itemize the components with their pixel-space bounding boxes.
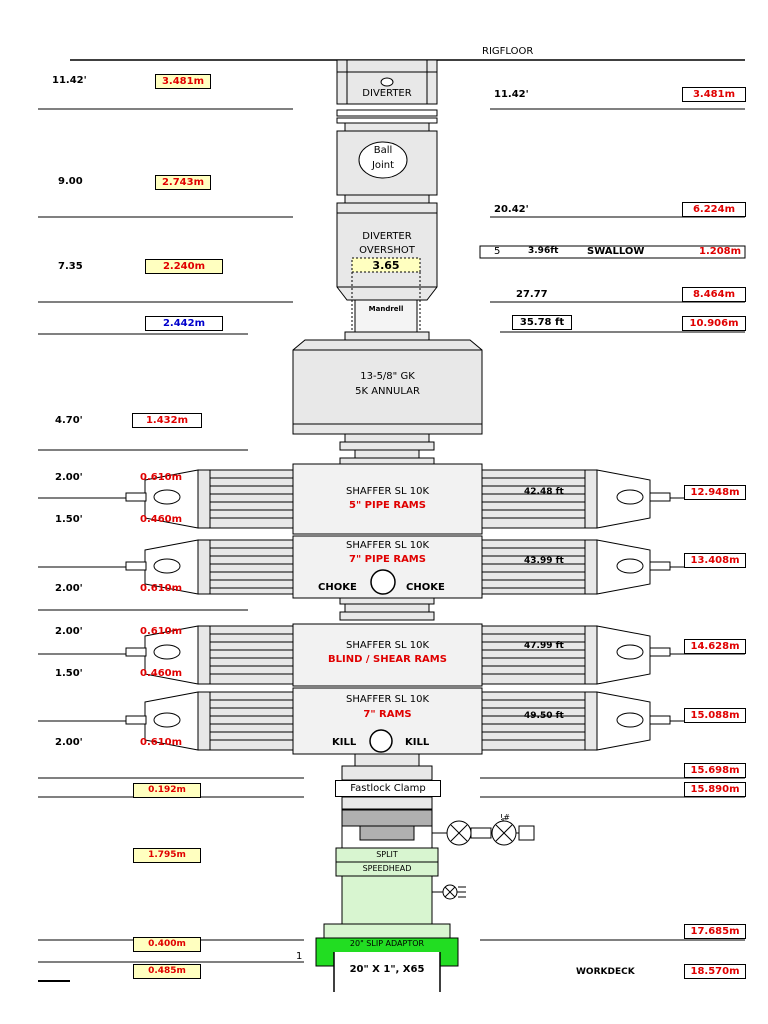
ram-block-2 xyxy=(125,535,671,621)
left-ram3a-meter: 0.610m xyxy=(140,626,183,637)
mandrell-label: Mandrell xyxy=(368,305,404,313)
left-meter-3: 2.240m xyxy=(145,259,223,274)
left-ram3b-height: 1.50' xyxy=(55,668,83,679)
left-height-3: 7.35 xyxy=(58,261,83,272)
diverter-label: DIVERTER xyxy=(362,88,412,99)
right-meter-1: 3.481m xyxy=(682,87,746,102)
right-meter-5: 15.698m xyxy=(684,763,746,778)
left-ram1a-meter: 0.610m xyxy=(140,472,183,483)
marker-one: 1 xyxy=(296,951,303,962)
valve-mark: !# xyxy=(500,813,510,822)
ball-joint-label-1: Ball xyxy=(373,145,393,156)
right-meter-8: 18.570m xyxy=(684,964,746,979)
right-ram2-ft: 43.99 ft xyxy=(524,556,564,566)
left-ram1b-height: 1.50' xyxy=(55,514,83,525)
left-meter-8: 0.400m xyxy=(133,937,201,952)
left-meter-6: 0.192m xyxy=(133,783,201,798)
left-ram3a-height: 2.00' xyxy=(55,626,83,637)
right-meter-7: 17.685m xyxy=(684,924,746,939)
swallow-ft: 3.96ft xyxy=(528,246,559,256)
left-ram4-height: 2.00' xyxy=(55,737,83,748)
ram3-type: BLIND / SHEAR RAMS xyxy=(328,654,447,665)
right-height-1: 11.42' xyxy=(494,89,529,100)
ram2-title: SHAFFER SL 10K xyxy=(345,540,430,551)
ram1-title: SHAFFER SL 10K xyxy=(345,486,430,497)
annular-label-2: 5K ANNULAR xyxy=(355,386,420,397)
right-ram1-ft: 42.48 ft xyxy=(524,487,564,497)
left-meter-4: 2.442m xyxy=(145,316,223,331)
left-height-5: 4.70' xyxy=(55,415,83,426)
diverter-body xyxy=(336,59,438,124)
ram2-type: 7" PIPE RAMS xyxy=(349,554,426,565)
right-ram1-meter: 12.948m xyxy=(684,485,746,500)
left-ram2-height: 2.00' xyxy=(55,583,83,594)
left-meter-1: 3.481m xyxy=(155,74,211,89)
speedhead-label: SPEEDHEAD xyxy=(362,864,412,873)
ram1-type: 5" PIPE RAMS xyxy=(349,500,426,511)
conductor-label: 20" X 1", X65 xyxy=(349,964,425,975)
right-meter-2: 6.224m xyxy=(682,202,746,217)
right-height-4: 35.78 ft xyxy=(512,315,572,330)
slip-adaptor-label: 20" SLIP ADAPTOR xyxy=(349,939,425,948)
right-ram3-meter: 14.628m xyxy=(684,639,746,654)
left-height-1: 11.42' xyxy=(52,75,87,86)
rigfloor-label: RIGFLOOR xyxy=(482,46,534,57)
fastlock-clamp-label: Fastlock Clamp xyxy=(335,780,441,797)
kill-left-label: KILL xyxy=(332,737,357,748)
right-ram3-ft: 47.99 ft xyxy=(524,641,564,651)
right-ram2-meter: 13.408m xyxy=(684,553,746,568)
right-meter-3: 8.464m xyxy=(682,287,746,302)
split-label: SPLIT xyxy=(376,850,398,859)
right-elevation-lines xyxy=(479,108,746,941)
ram3-title: SHAFFER SL 10K xyxy=(345,640,430,651)
ball-joint-body xyxy=(336,122,438,196)
right-height-3: 27.77 xyxy=(516,289,548,300)
ram4-type: 7" RAMS xyxy=(363,709,412,720)
right-height-2: 20.42' xyxy=(494,204,529,215)
ram-block-1 xyxy=(125,457,671,535)
annular-label-1: 13-5/8" GK xyxy=(360,371,415,382)
ram4-title: SHAFFER SL 10K xyxy=(345,694,430,705)
swallow-meter: 1.208m xyxy=(699,246,742,257)
swallow-number: 5 xyxy=(494,246,501,257)
right-meter-4: 10.906m xyxy=(682,316,746,331)
wellhead-lower xyxy=(315,765,535,992)
left-ram1a-height: 2.00' xyxy=(55,472,83,483)
annular-body xyxy=(292,331,483,459)
right-ram4-ft: 49.50 ft xyxy=(524,711,564,721)
right-ram4-meter: 15.088m xyxy=(684,708,746,723)
ball-joint-label-2: Joint xyxy=(371,160,395,171)
right-meter-6: 15.890m xyxy=(684,782,746,797)
choke-left-label: CHOKE xyxy=(318,582,357,593)
overshot-label-1: DIVERTER xyxy=(362,231,412,242)
left-meter-7: 1.795m xyxy=(133,848,201,863)
ram-block-4 xyxy=(125,687,671,767)
left-meter-5: 1.432m xyxy=(132,413,202,428)
overshot-value: 3.65 xyxy=(372,259,400,272)
left-height-2: 9.00 xyxy=(58,176,83,187)
swallow-label: SWALLOW xyxy=(587,246,645,257)
left-ram3b-meter: 0.460m xyxy=(140,668,183,679)
left-elevation-lines xyxy=(38,108,304,982)
choke-right-label: CHOKE xyxy=(406,582,445,593)
left-meter-9: 0.485m xyxy=(133,964,201,979)
left-ram4-meter: 0.610m xyxy=(140,737,183,748)
overshot-label-2: OVERSHOT xyxy=(359,245,415,256)
kill-right-label: KILL xyxy=(405,737,430,748)
left-meter-2: 2.743m xyxy=(155,175,211,190)
ram-block-3 xyxy=(125,623,671,687)
left-ram2-meter: 0.610m xyxy=(140,583,183,594)
workdeck-label: WORKDECK xyxy=(576,967,635,977)
left-ram1b-meter: 0.460m xyxy=(140,514,183,525)
